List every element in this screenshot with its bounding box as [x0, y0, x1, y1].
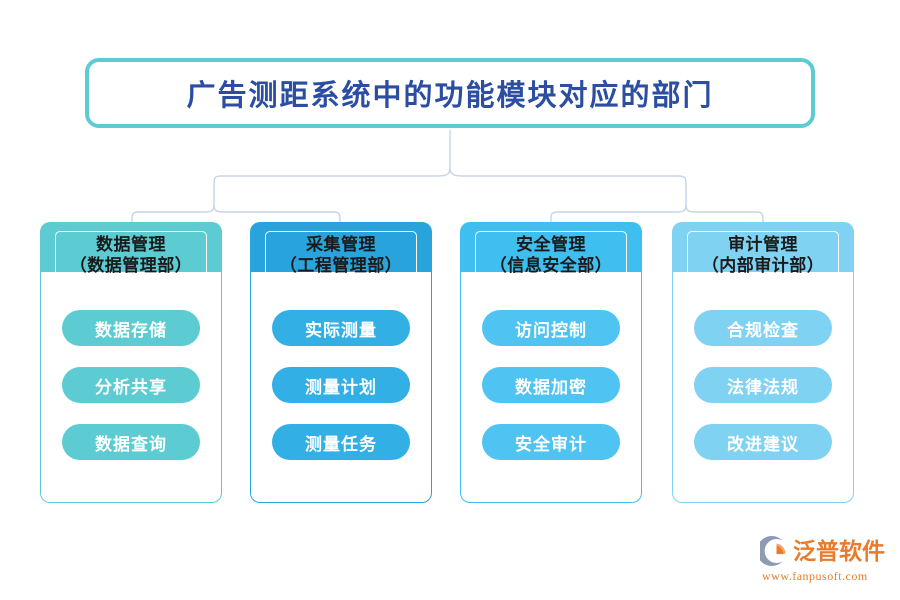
card-title: 安全管理 — [516, 235, 586, 254]
card-item-list: 合规检查 法律法规 改进建议 — [672, 310, 854, 481]
card-header: 数据管理 （数据管理部） — [40, 222, 222, 282]
list-item[interactable]: 访问控制 — [482, 310, 620, 346]
list-item[interactable]: 法律法规 — [694, 367, 832, 403]
list-item[interactable]: 数据查询 — [62, 424, 200, 460]
card-department: （工程管理部） — [279, 255, 403, 275]
logo-brand-text: 泛普软件 — [793, 538, 885, 564]
list-item[interactable]: 安全审计 — [482, 424, 620, 460]
column-card-2[interactable]: 采集管理 （工程管理部） 实际测量 测量计划 测量任务 — [250, 222, 432, 505]
column-card-3[interactable]: 安全管理 （信息安全部） 访问控制 数据加密 安全审计 — [460, 222, 642, 505]
logo-url-text: www.fanpusoft.com — [762, 569, 868, 583]
list-item[interactable]: 改进建议 — [694, 424, 832, 460]
card-item-list: 实际测量 测量计划 测量任务 — [250, 310, 432, 481]
list-item[interactable]: 测量计划 — [272, 367, 410, 403]
card-header: 审计管理 （内部审计部） — [672, 222, 854, 282]
list-item[interactable]: 分析共享 — [62, 367, 200, 403]
list-item[interactable]: 数据存储 — [62, 310, 200, 346]
card-header: 安全管理 （信息安全部） — [460, 222, 642, 282]
card-header-label: 审计管理 （内部审计部） — [687, 231, 839, 282]
card-item-list: 访问控制 数据加密 安全审计 — [460, 310, 642, 481]
card-title: 审计管理 — [728, 235, 798, 254]
card-title: 数据管理 — [96, 235, 166, 254]
page-title: 广告测距系统中的功能模块对应的部门 — [186, 80, 714, 112]
card-title: 采集管理 — [306, 235, 376, 254]
column-group: 数据管理 （数据管理部） 数据存储 分析共享 数据查询 采集管理 （工程管理部）… — [0, 222, 900, 507]
card-item-list: 数据存储 分析共享 数据查询 — [40, 310, 222, 481]
card-header-label: 安全管理 （信息安全部） — [475, 231, 627, 282]
card-header: 采集管理 （工程管理部） — [250, 222, 432, 282]
fanpu-logo-icon — [760, 536, 786, 566]
list-item[interactable]: 合规检查 — [694, 310, 832, 346]
card-department: （内部审计部） — [701, 255, 825, 275]
card-header-label: 采集管理 （工程管理部） — [265, 231, 417, 282]
list-item[interactable]: 实际测量 — [272, 310, 410, 346]
column-card-4[interactable]: 审计管理 （内部审计部） 合规检查 法律法规 改进建议 — [672, 222, 854, 505]
diagram-title-box: 广告测距系统中的功能模块对应的部门 — [85, 58, 815, 128]
list-item[interactable]: 测量任务 — [272, 424, 410, 460]
list-item[interactable]: 数据加密 — [482, 367, 620, 403]
logo-row: 泛普软件 — [760, 536, 892, 566]
card-header-label: 数据管理 （数据管理部） — [55, 231, 207, 282]
card-department: （数据管理部） — [69, 255, 193, 275]
card-department: （信息安全部） — [489, 255, 613, 275]
column-card-1[interactable]: 数据管理 （数据管理部） 数据存储 分析共享 数据查询 — [40, 222, 222, 505]
brand-logo: 泛普软件 www.fanpusoft.com — [760, 536, 892, 586]
